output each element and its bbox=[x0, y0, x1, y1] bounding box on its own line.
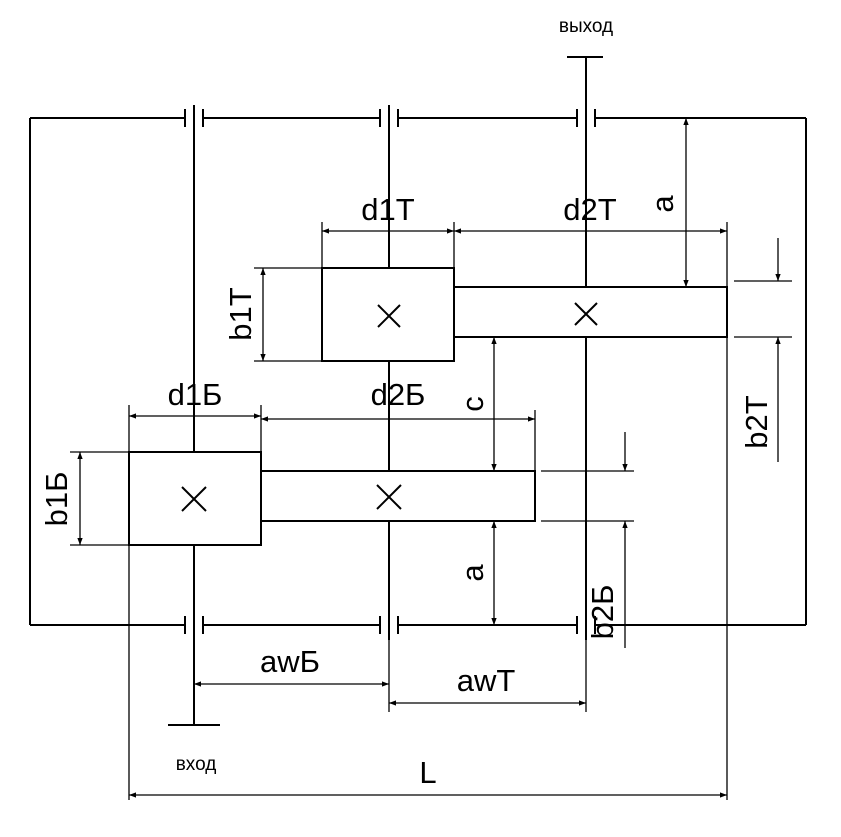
gear-d2B-cross-icon bbox=[376, 484, 402, 510]
label-c: c bbox=[455, 396, 490, 412]
bearing-input-bottom bbox=[184, 616, 204, 634]
bearing-input-top bbox=[184, 109, 204, 127]
label-d1B: d1Б bbox=[168, 377, 223, 412]
label-b2T: b2T bbox=[739, 395, 774, 448]
extension-lines bbox=[70, 222, 792, 800]
input-label: вход bbox=[176, 754, 217, 775]
label-a-top: a bbox=[645, 195, 680, 213]
gear-d2T-cross-icon bbox=[574, 302, 598, 326]
bearing-output-top bbox=[576, 109, 596, 127]
bearings bbox=[184, 109, 596, 634]
label-b1B: b1Б bbox=[39, 472, 74, 527]
label-awB: awБ bbox=[260, 644, 320, 679]
label-a-bottom: a bbox=[455, 564, 490, 582]
label-L: L bbox=[419, 755, 436, 790]
label-d2B: d2Б bbox=[371, 377, 426, 412]
gear-d1T-cross-icon bbox=[377, 304, 401, 328]
labels: выход вход d1T d2T b1T a b2T c d1Б d2Б b… bbox=[39, 16, 774, 790]
label-d1T: d1T bbox=[361, 192, 414, 227]
gear-d2T bbox=[453, 286, 728, 338]
label-b1T: b1T bbox=[223, 287, 258, 340]
gears bbox=[128, 267, 728, 546]
shafts bbox=[168, 56, 603, 726]
dimension-lines bbox=[77, 118, 781, 798]
label-b2B: b2Б bbox=[585, 585, 620, 640]
housing bbox=[29, 117, 807, 626]
bearing-middle-bottom bbox=[379, 616, 399, 634]
bearing-output-bottom bbox=[576, 616, 596, 634]
label-awT: awT bbox=[457, 663, 516, 698]
label-d2T: d2T bbox=[563, 192, 616, 227]
gear-d1B-cross-icon bbox=[181, 486, 207, 512]
bearing-middle-top bbox=[379, 109, 399, 127]
output-label: выход bbox=[559, 16, 613, 37]
gear-d2B bbox=[260, 470, 536, 522]
